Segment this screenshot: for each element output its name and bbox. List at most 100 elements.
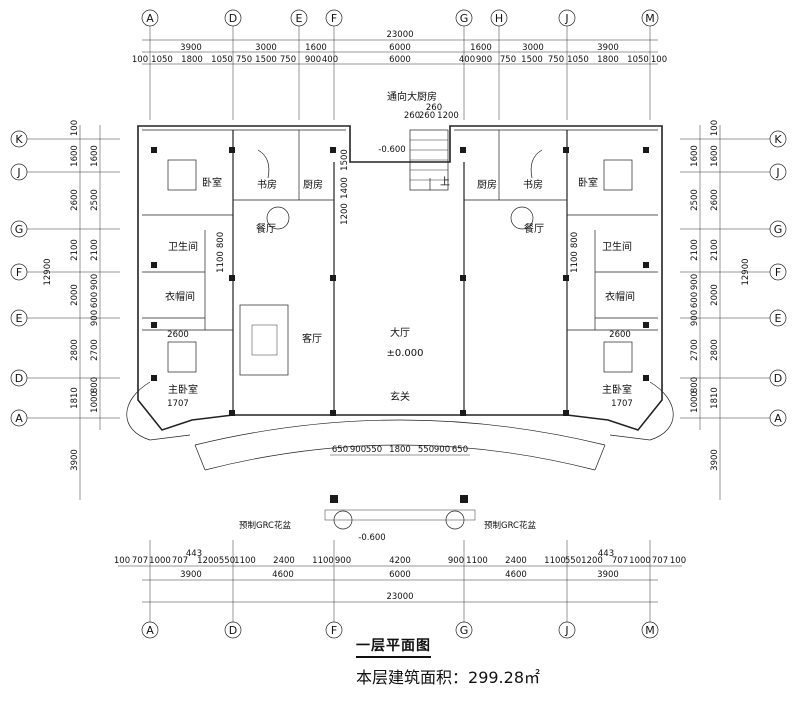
- svg-text:2500: 2500: [690, 189, 700, 211]
- svg-text:J: J: [775, 166, 779, 179]
- svg-text:3900: 3900: [180, 43, 202, 53]
- svg-text:1200: 1200: [197, 556, 219, 566]
- axis-col-D-bottom: D: [224, 621, 242, 639]
- svg-text:750: 750: [236, 55, 252, 65]
- svg-text:2100: 2100: [710, 239, 720, 261]
- svg-text:2100: 2100: [90, 239, 100, 261]
- svg-text:1100: 1100: [312, 556, 334, 566]
- svg-text:1100: 1100: [466, 556, 488, 566]
- svg-text:800: 800: [570, 232, 580, 248]
- label-planter-right: 预制GRC花盆: [484, 520, 537, 531]
- room-bedroom-left: 卧室: [202, 176, 222, 189]
- svg-text:1600: 1600: [470, 43, 492, 53]
- svg-text:2400: 2400: [273, 556, 295, 566]
- label-width-left: 2600: [167, 330, 189, 340]
- svg-text:K: K: [15, 133, 23, 146]
- room-living: 客厅: [302, 332, 322, 345]
- axis-row-K-right: K: [769, 130, 787, 148]
- svg-text:J: J: [16, 166, 20, 179]
- svg-text:K: K: [774, 133, 782, 146]
- floor-area-label: 本层建筑面积：: [356, 668, 469, 687]
- svg-text:1050: 1050: [567, 55, 589, 65]
- svg-text:D: D: [15, 372, 23, 385]
- room-study-right: 书房: [523, 178, 543, 191]
- svg-text:750: 750: [548, 55, 564, 65]
- svg-text:1100: 1100: [544, 556, 566, 566]
- svg-text:3900: 3900: [597, 570, 619, 580]
- svg-text:2600: 2600: [710, 189, 720, 211]
- svg-text:1810: 1810: [70, 387, 80, 409]
- svg-text:1000: 1000: [690, 391, 700, 413]
- room-bedroom-right: 卧室: [578, 176, 598, 189]
- axis-col-H-top: H: [490, 9, 508, 27]
- axis-col-J-bottom: J: [558, 621, 576, 639]
- svg-text:443: 443: [186, 549, 202, 559]
- svg-text:4200: 4200: [389, 556, 411, 566]
- svg-text:23000: 23000: [386, 30, 413, 40]
- axis-row-D-right: D: [769, 369, 787, 387]
- svg-text:1600: 1600: [90, 145, 100, 167]
- svg-text:1600: 1600: [305, 43, 327, 53]
- svg-text:707: 707: [172, 556, 188, 566]
- svg-text:2800: 2800: [710, 339, 720, 361]
- svg-text:1000: 1000: [629, 556, 651, 566]
- level-stair: -0.600: [378, 145, 405, 155]
- svg-text:900: 900: [90, 274, 100, 290]
- svg-text:900: 900: [690, 274, 700, 290]
- axis-col-A-top: A: [141, 9, 159, 27]
- svg-text:6000: 6000: [389, 43, 411, 53]
- svg-text:100: 100: [114, 556, 130, 566]
- room-bathroom-right: 卫生间: [602, 240, 632, 253]
- svg-text:100: 100: [70, 120, 80, 136]
- svg-text:900: 900: [305, 55, 321, 65]
- svg-text:1800: 1800: [597, 55, 619, 65]
- svg-text:900: 900: [448, 556, 464, 566]
- svg-text:1200: 1200: [437, 111, 459, 121]
- room-hall: 大厅: [390, 326, 410, 339]
- plan-title-block: 一层平面图: [356, 635, 431, 658]
- svg-text:2400: 2400: [505, 556, 527, 566]
- column-axis-markers: A D E F G H J M A D F G J M: [141, 9, 659, 639]
- room-entrance: 玄关: [390, 390, 410, 403]
- floor-area-value: 299.28㎡: [468, 668, 541, 687]
- svg-text:1000: 1000: [90, 391, 100, 413]
- svg-text:1400: 1400: [340, 177, 350, 199]
- room-master-bedroom-left: 主卧室: [168, 383, 198, 396]
- svg-text:600: 600: [690, 292, 700, 308]
- svg-text:E: E: [16, 312, 23, 325]
- svg-text:750: 750: [500, 55, 516, 65]
- svg-text:100: 100: [670, 556, 686, 566]
- svg-text:1100: 1100: [234, 556, 256, 566]
- svg-text:550: 550: [565, 556, 581, 566]
- svg-text:3900: 3900: [597, 43, 619, 53]
- level-hall: ±0.000: [386, 348, 423, 359]
- svg-text:1050: 1050: [151, 55, 173, 65]
- room-master-bedroom-right: 主卧室: [602, 383, 632, 396]
- axis-row-A-right: A: [769, 409, 787, 427]
- svg-text:100: 100: [132, 55, 148, 65]
- svg-text:650: 650: [332, 445, 348, 455]
- svg-text:1200: 1200: [581, 556, 603, 566]
- axis-col-J-top: J: [558, 9, 576, 27]
- axis-row-F-left: F: [10, 263, 28, 281]
- svg-text:12900: 12900: [43, 258, 53, 285]
- svg-text:260: 260: [419, 111, 435, 121]
- axis-col-G-bottom: G: [455, 621, 473, 639]
- label-stair-up: 上: [440, 176, 450, 188]
- room-labels: 卧室 卧室 书房 书房 厨房 厨房 餐厅 餐厅 卫生间 卫生间 衣帽间 衣帽间 …: [165, 90, 635, 543]
- svg-text:1600: 1600: [710, 145, 720, 167]
- svg-text:H: H: [495, 12, 503, 25]
- svg-text:A: A: [146, 624, 154, 637]
- room-kitchen-right: 厨房: [477, 178, 497, 191]
- room-dining-left: 餐厅: [256, 222, 276, 235]
- svg-text:G: G: [460, 12, 469, 25]
- svg-text:E: E: [775, 312, 782, 325]
- svg-text:707: 707: [652, 556, 668, 566]
- svg-text:1600: 1600: [70, 145, 80, 167]
- svg-text:1600: 1600: [690, 145, 700, 167]
- svg-text:707: 707: [132, 556, 148, 566]
- svg-text:A: A: [146, 12, 154, 25]
- svg-text:260: 260: [404, 111, 420, 121]
- axis-row-J-left: J: [10, 163, 28, 181]
- stair-dimensions: 260 260 260 1200: [404, 103, 459, 121]
